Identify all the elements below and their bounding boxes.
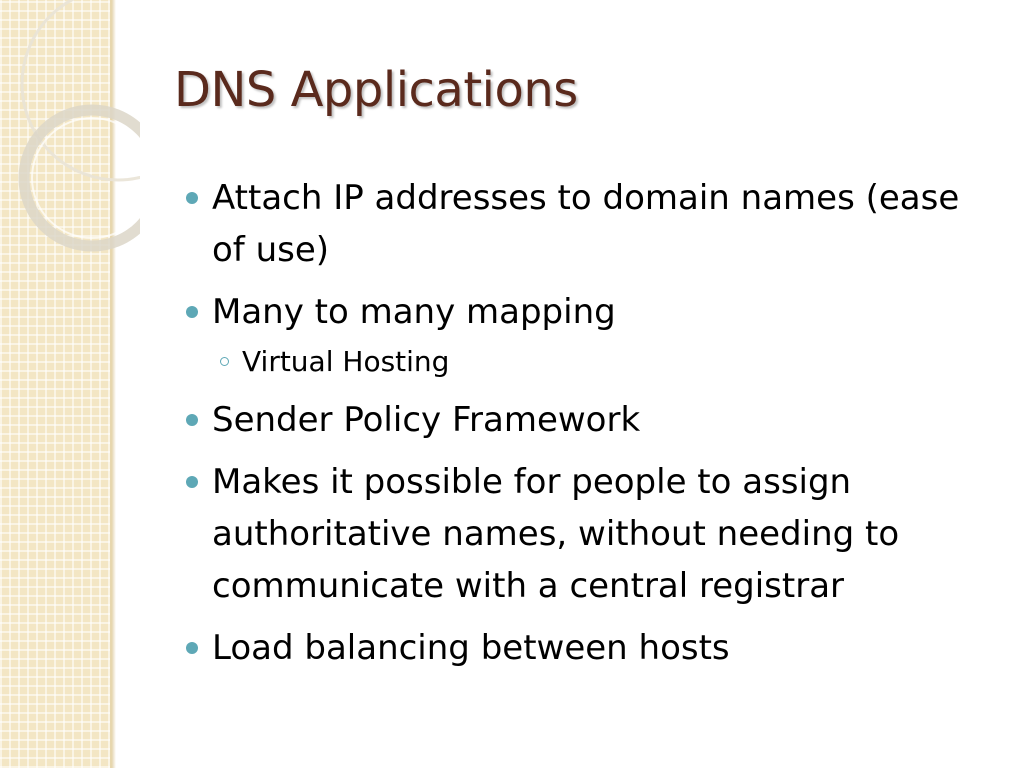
bullet-item: Sender Policy Framework <box>184 394 974 446</box>
bullet-text: Attach IP addresses to domain names (eas… <box>212 178 960 270</box>
bullet-dot-icon <box>186 476 198 488</box>
sub-bullet-text: Virtual Hosting <box>242 345 450 378</box>
bullet-text: Sender Policy Framework <box>212 400 641 440</box>
bullet-dot-icon <box>186 414 198 426</box>
bullet-dot-icon <box>186 306 198 318</box>
bullet-item: Many to many mapping <box>184 286 974 338</box>
sub-bullet-item: Virtual Hosting <box>184 342 974 382</box>
bullet-dot-icon <box>186 642 198 654</box>
side-strip-edge <box>112 0 116 768</box>
bullet-list: Attach IP addresses to domain names (eas… <box>184 172 974 684</box>
bullet-text: Load balancing between hosts <box>212 628 730 668</box>
sub-bullet-ring-icon <box>220 357 229 366</box>
bullet-item: Makes it possible for people to assign a… <box>184 456 974 612</box>
bullet-text: Many to many mapping <box>212 292 616 332</box>
decorative-side-strip <box>0 0 112 768</box>
bullet-item: Load balancing between hosts <box>184 622 974 674</box>
bullet-item: Attach IP addresses to domain names (eas… <box>184 172 974 276</box>
bullet-dot-icon <box>186 192 198 204</box>
slide-title: DNS Applications <box>174 62 578 118</box>
bullet-text: Makes it possible for people to assign a… <box>212 462 900 606</box>
